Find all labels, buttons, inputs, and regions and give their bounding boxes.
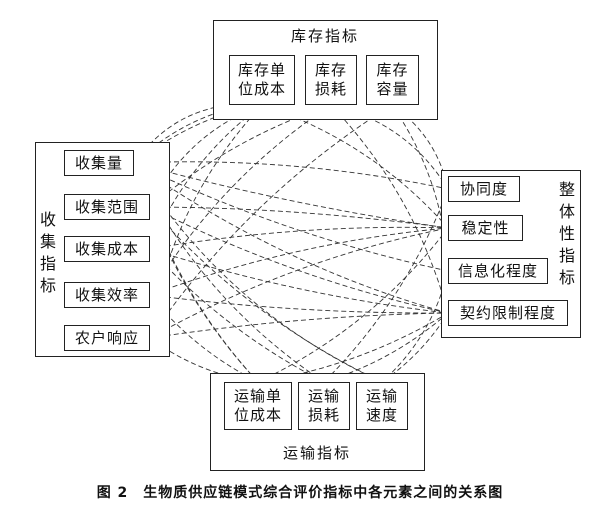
relationship-line: [149, 206, 449, 231]
collection-range-box: 收集范围: [64, 194, 150, 220]
collection-cost-box: 收集成本: [64, 236, 150, 262]
relationship-line: [149, 225, 449, 250]
inventory-unit-cost-line1: 库存单: [237, 61, 286, 79]
stability-box: 稳定性: [448, 215, 523, 241]
relationship-line: [149, 104, 332, 296]
inventory-loss-box: 库存损耗: [305, 55, 357, 105]
collection-efficiency-box: 收集效率: [64, 282, 150, 308]
relationship-line: [149, 104, 393, 339]
relationship-line: [133, 162, 449, 273]
collection-group-title: 收集指标: [39, 210, 56, 295]
relationship-line: [257, 227, 449, 383]
transport-speed-line2: 速度: [365, 406, 398, 424]
transport-unit-cost-box: 运输单位成本: [224, 382, 292, 430]
collection-volume-box: 收集量: [64, 150, 134, 176]
transport-loss-line1: 运输: [307, 387, 340, 405]
transport-loss-line2: 损耗: [307, 406, 340, 424]
relationship-line: [133, 162, 449, 230]
relationship-line: [323, 312, 449, 384]
relationship-line: [133, 162, 449, 315]
relationship-line: [149, 310, 449, 339]
relationship-line: [133, 162, 383, 383]
whole-group-title: 整体性指标: [558, 180, 575, 287]
transport-loss-box: 运输损耗: [298, 382, 350, 430]
inventory-capacity-line1: 库存: [376, 61, 409, 79]
relationship-line: [330, 104, 449, 314]
relationship-line: [149, 294, 449, 316]
transport-unit-cost-line1: 运输单: [233, 387, 282, 405]
relationship-line: [381, 270, 449, 383]
inventory-unit-cost-line2: 位成本: [237, 80, 286, 98]
relationship-line: [133, 162, 325, 383]
relationship-line: [149, 248, 449, 316]
informatization-box: 信息化程度: [448, 258, 548, 284]
relationship-line: [261, 103, 449, 229]
relationship-line: [133, 161, 449, 191]
transport-group-title: 运输指标: [282, 444, 351, 462]
relationship-line: [149, 226, 449, 339]
inventory-group-title: 库存指标: [290, 27, 359, 45]
relationship-line: [149, 206, 449, 315]
relationship-line: [381, 312, 449, 383]
transport-speed-box: 运输速度: [356, 382, 408, 430]
figure-caption: 图 2 生物质供应链模式综合评价指标中各元素之间的关系图: [96, 485, 504, 501]
inventory-capacity-line2: 容量: [376, 80, 409, 98]
farmer-response-box: 农户响应: [64, 325, 150, 351]
relationship-line: [149, 103, 332, 208]
inventory-loss-line2: 损耗: [314, 80, 347, 98]
transport-speed-line1: 运输: [365, 387, 398, 405]
inventory-capacity-box: 库存容量: [366, 55, 419, 105]
coordination-box: 协同度: [448, 176, 520, 202]
relationship-line: [391, 104, 449, 272]
inventory-loss-line1: 库存: [314, 61, 347, 79]
inventory-unit-cost-box: 库存单位成本: [229, 55, 295, 105]
relationship-line: [149, 225, 449, 296]
contract-constraint-box: 契约限制程度: [448, 300, 568, 326]
transport-unit-cost-line2: 位成本: [233, 406, 282, 424]
relationship-line: [149, 248, 325, 383]
relationship-line: [149, 206, 383, 383]
